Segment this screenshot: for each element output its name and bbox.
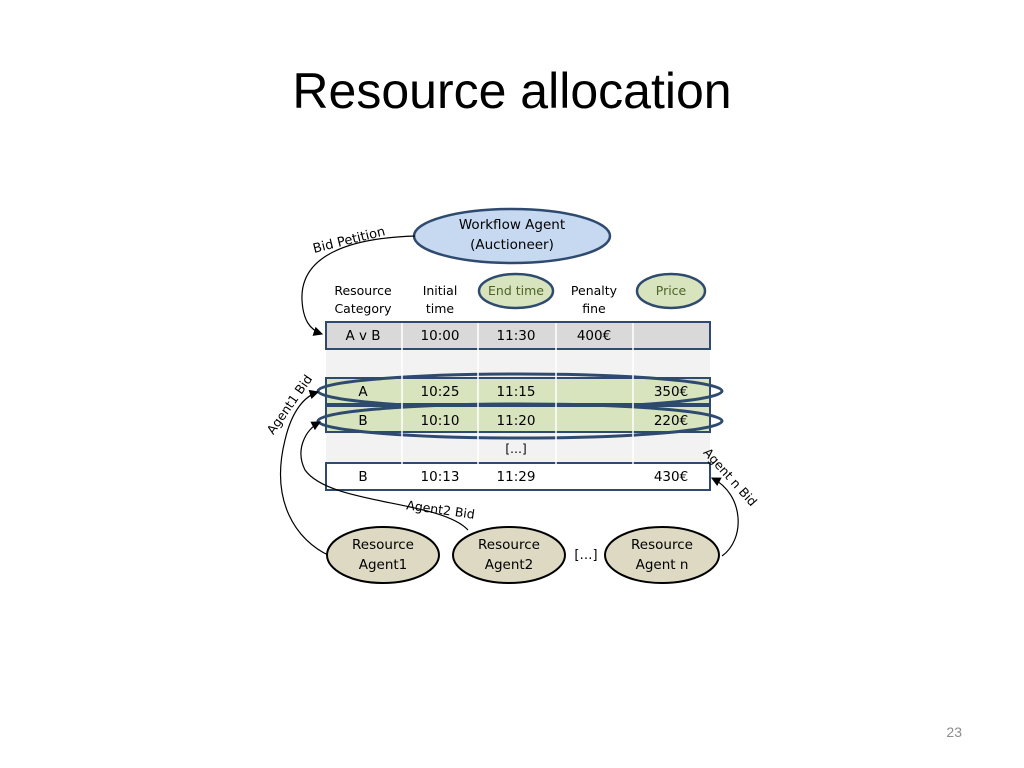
bid-petition-label: Bid Petition	[311, 224, 386, 256]
auctioneer-node: Workflow Agent (Auctioneer)	[412, 207, 612, 265]
selected-bid-ellipse	[316, 402, 724, 440]
bid-row-agent2: B 10:10 11:20 220€	[316, 402, 724, 440]
agents-ellipsis: […]	[574, 548, 597, 563]
agent1-line1: Resource	[352, 537, 414, 553]
bid-petition-arrow	[301, 235, 416, 336]
bid-cell-price: 350€	[654, 384, 688, 400]
auctioneer-label-line2: (Auctioneer)	[470, 237, 554, 253]
bid-cell-end: 11:29	[497, 469, 536, 485]
resource-agent-n-node: Resource Agent n	[604, 526, 720, 584]
agent-n-line2: Agent n	[636, 557, 689, 573]
resource-agent-1-node: Resource Agent1	[326, 526, 440, 584]
header-endtime-line1: End time	[488, 283, 544, 298]
column-separators	[401, 323, 634, 489]
agent1-bid-arrow	[280, 389, 331, 557]
slide-title: Resource allocation	[292, 63, 732, 119]
petition-row: A v B 10:00 11:30 400€	[325, 321, 711, 350]
end-time-highlight	[477, 272, 555, 310]
petition-cell-initial: 10:00	[421, 328, 460, 344]
table-ellipsis: […]	[505, 442, 526, 456]
bid-cell-category: A	[358, 384, 368, 400]
header-penalty-line1: Penalty	[571, 283, 618, 298]
bid-cell-end: 11:20	[497, 413, 536, 429]
agent2-line2: Agent2	[485, 557, 534, 573]
resource-agent-2-node: Resource Agent2	[452, 526, 566, 584]
table-header: Resource Category Initial time End time …	[334, 283, 686, 316]
header-price-line1: Price	[656, 283, 687, 298]
agent2-bid-arrow	[300, 421, 469, 531]
agent1-line2: Agent1	[359, 557, 408, 573]
agent-n-bid-arrow	[710, 477, 739, 557]
petition-cell-penalty: 400€	[577, 328, 611, 344]
bid-cell-category: B	[358, 469, 367, 485]
header-initial-line2: time	[426, 301, 455, 316]
bid-row-agent-n: B 10:13 11:29 430€	[325, 462, 711, 491]
agent2-line1: Resource	[478, 537, 540, 553]
petition-cell-category: A v B	[345, 328, 380, 344]
bid-cell-price: 430€	[654, 469, 688, 485]
bid-cell-initial: 10:10	[421, 413, 460, 429]
header-resource-line1: Resource	[334, 283, 392, 298]
agent-n-line1: Resource	[631, 537, 693, 553]
price-highlight	[635, 272, 707, 310]
agent2-bid-label: Agent2 Bid	[405, 497, 475, 521]
petition-cell-end: 11:30	[497, 328, 536, 344]
header-penalty-line2: fine	[582, 301, 606, 316]
page-number: 23	[946, 724, 962, 740]
bid-cell-initial: 10:13	[421, 469, 460, 485]
agent1-bid-label: Agent1 Bid	[263, 372, 315, 437]
header-initial-line1: Initial	[423, 283, 458, 298]
auctioneer-label-line1: Workflow Agent	[459, 217, 565, 233]
bid-cell-category: B	[358, 413, 367, 429]
bid-cell-end: 11:15	[497, 384, 536, 400]
bid-cell-price: 220€	[654, 413, 688, 429]
header-resource-line2: Category	[334, 301, 392, 316]
bid-cell-initial: 10:25	[421, 384, 460, 400]
